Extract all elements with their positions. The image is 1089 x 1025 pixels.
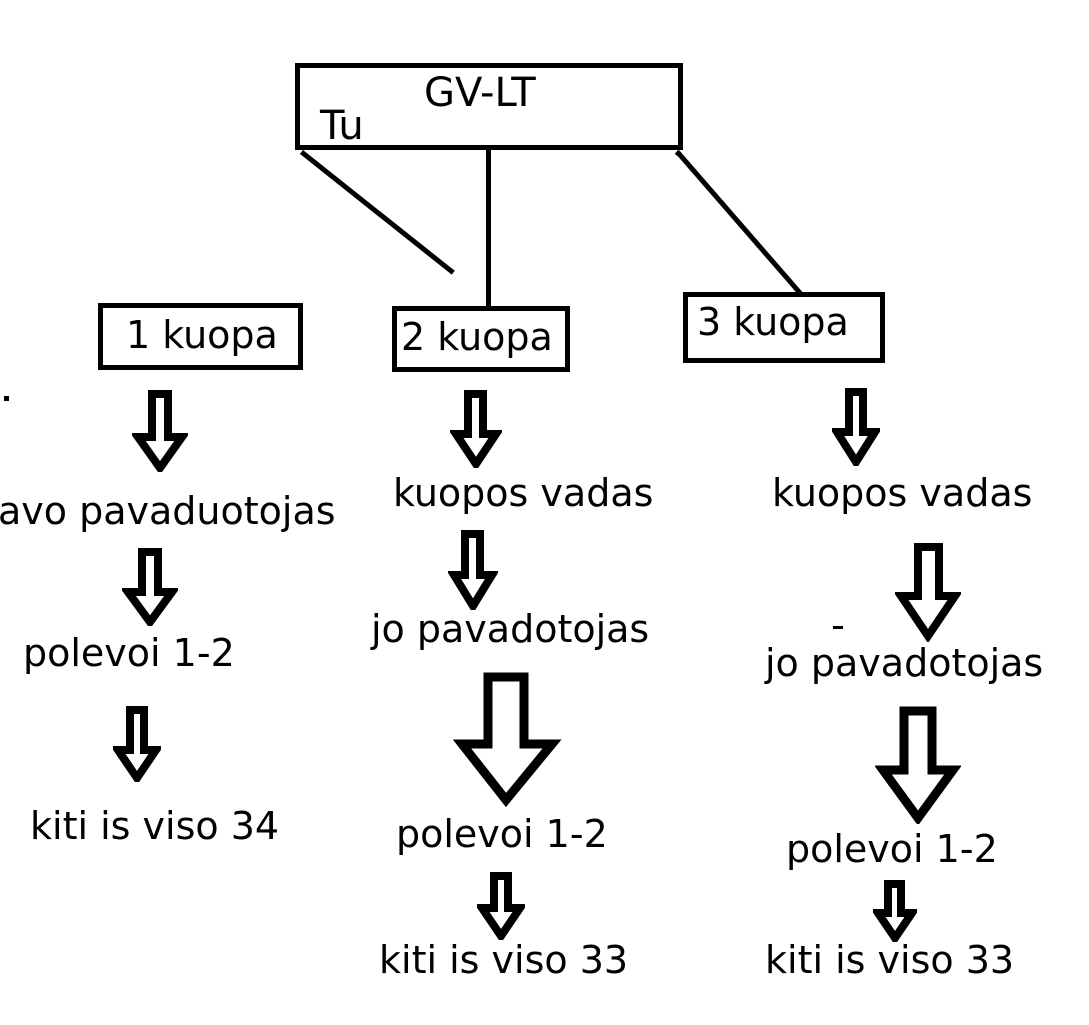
unit-node-box-2 <box>392 306 570 372</box>
connector-root-to-unit-3-line <box>675 150 804 297</box>
down-block-arrow-icon <box>450 390 502 468</box>
unit-node-label-1: 1 kuopa <box>126 313 278 357</box>
chain-label-c3-s3: polevoi 1-2 <box>786 827 998 871</box>
chain-label-c2-s1: kuopos vadas <box>393 471 654 515</box>
chain-label-c2-s2: jo pavadotojas <box>371 607 650 651</box>
down-block-arrow-icon <box>895 542 961 642</box>
ink-speck <box>833 626 843 629</box>
chain-label-c3-s2: jo pavadotojas <box>765 641 1044 685</box>
root-node-box <box>295 63 683 150</box>
root-node-title: GV-LT <box>424 70 536 116</box>
unit-node-box-3 <box>683 292 885 363</box>
unit-node-label-3: 3 kuopa <box>697 300 849 344</box>
down-block-arrow-icon <box>832 388 880 466</box>
unit-node-label-2: 2 kuopa <box>401 315 553 359</box>
connector-root-to-unit-1 <box>299 150 455 275</box>
unit-node-box-1 <box>98 303 303 370</box>
down-block-arrow-icon <box>448 530 498 610</box>
chain-label-c3-s1: kuopos vadas <box>772 471 1033 515</box>
down-block-arrow-icon <box>873 880 917 942</box>
down-block-arrow-icon <box>122 548 178 626</box>
down-block-arrow-icon <box>875 706 961 824</box>
root-node-subtitle: Tu <box>320 103 364 149</box>
connector-root-to-unit-2 <box>486 150 491 307</box>
down-block-arrow-icon <box>113 706 161 782</box>
chain-label-c2-s3: polevoi 1-2 <box>396 812 608 856</box>
ink-speck <box>4 396 9 401</box>
down-block-arrow-icon <box>477 872 525 940</box>
chain-label-c1-s1: avo pavaduotojas <box>0 489 336 533</box>
down-block-arrow-icon <box>452 672 562 807</box>
down-block-arrow-icon <box>132 390 188 472</box>
chain-label-c1-s2: polevoi 1-2 <box>23 631 235 675</box>
chain-label-c1-s3: kiti is viso 34 <box>30 804 280 848</box>
chain-label-c3-s4: kiti is viso 33 <box>765 938 1015 982</box>
chain-label-c2-s4: kiti is viso 33 <box>379 938 629 982</box>
